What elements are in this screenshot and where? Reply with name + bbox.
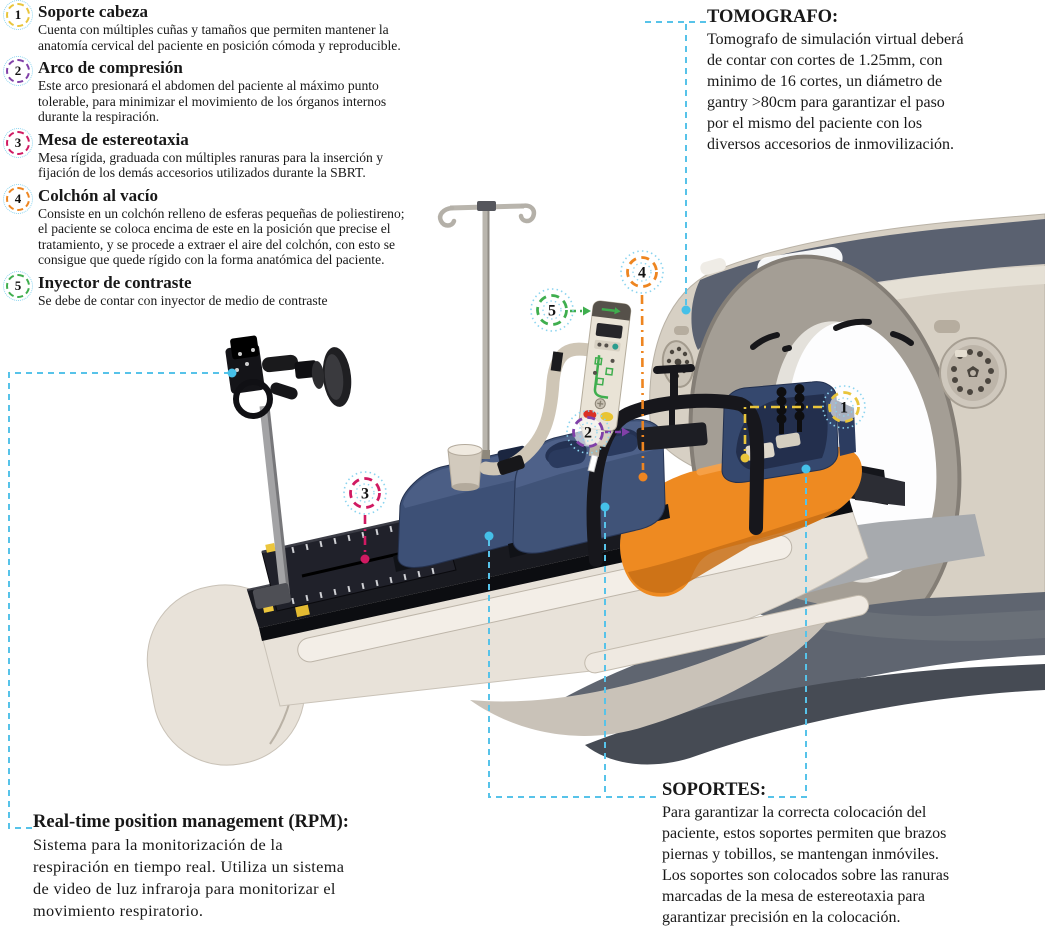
diagram-marker-1: 1 <box>822 385 866 429</box>
callout-rpm-body: Sistema para la monitorización de la res… <box>33 835 345 920</box>
legend-marker-5: 5 <box>3 270 33 301</box>
legend-item-3: 3 Mesa de estereotaxia Mesa rígida, grad… <box>3 127 666 181</box>
legend-marker-5-number: 5 <box>14 277 22 293</box>
iv-cup <box>447 444 490 491</box>
callout-tomografo-title: TOMOGRAFO: <box>707 7 839 27</box>
legend-item-5: 5 Inyector de contraste Se debe de conta… <box>3 270 666 309</box>
diagram-marker-5-number: 5 <box>548 303 556 320</box>
legend-item-5-title: Inyector de contraste <box>38 272 192 292</box>
gantry-right-control <box>934 320 1007 409</box>
gantry-alignment-marks <box>750 318 914 352</box>
ir-marker-rods <box>776 384 805 434</box>
legend-marker-3-number: 3 <box>14 134 22 150</box>
legend-marker-2-number: 2 <box>14 63 22 78</box>
diagram-marker-5: 5 <box>530 288 574 332</box>
legend-item-4-title: Colchón al vacío <box>38 185 158 205</box>
couch-shadow <box>470 598 845 736</box>
gantry-band-window-small <box>700 258 727 275</box>
legend-item-4-desc: Consiste en un colchón relleno de esfera… <box>38 205 405 268</box>
callout-soportes-title: SOPORTES: <box>662 780 767 800</box>
callout-soportes-body: Para garantizar la correcta colocación d… <box>662 804 950 926</box>
legend: 1 Soporte cabeza Cuenta con múltiples cu… <box>3 0 666 313</box>
legend-marker-1: 1 <box>3 0 33 30</box>
diagram-marker-1-number: 1 <box>840 400 848 417</box>
callout-rpm: Real-time position management (RPM): Sis… <box>33 811 433 922</box>
callout-tomografo: TOMOGRAFO: Tomografo de simulación virtu… <box>707 6 1037 155</box>
legend-item-5-desc: Se debe de contar con inyector de medio … <box>38 292 328 308</box>
compression-arch <box>586 364 765 567</box>
legend-marker-3: 3 <box>3 127 33 158</box>
diagram-marker-2-number: 2 <box>584 425 592 442</box>
diagram-marker-4: 4 <box>620 250 664 294</box>
couch-groove-2 <box>584 594 870 674</box>
diagram-marker-3-number: 3 <box>361 486 369 503</box>
callout-soportes: SOPORTES: Para garantizar la correcta co… <box>662 779 1022 928</box>
legend-item-2: 2 Arco de compresión Este arco presionar… <box>3 56 666 125</box>
legend-item-2-title: Arco de compresión <box>38 58 183 77</box>
legend-marker-2: 2 <box>3 56 33 86</box>
legend-item-1-title: Soporte cabeza <box>38 2 149 21</box>
legend-item-1: 1 Soporte cabeza Cuenta con múltiples cu… <box>3 0 666 53</box>
leader-rpm <box>8 372 230 829</box>
callout-rpm-title: Real-time position management (RPM): <box>33 812 349 832</box>
legend-item-1-desc: Cuenta con múltiples cuñas y tamaños que… <box>38 22 401 53</box>
leader-endpoint-dots <box>227 305 811 541</box>
leader-soportes-right <box>768 472 807 798</box>
callout-leader-lines <box>8 21 807 829</box>
leader-soportes-left <box>488 540 656 798</box>
callout-tomografo-body: Tomografo de simulación virtual deberá d… <box>707 31 964 153</box>
rpm-camera <box>225 335 352 609</box>
legend-marker-4: 4 <box>3 183 33 214</box>
diagram-marker-2: 2 <box>566 410 610 454</box>
gantry-body-highlight <box>702 266 1045 364</box>
legend-item-3-desc: Mesa rígida, graduada con múltiples ranu… <box>38 149 384 181</box>
legend-item-2-desc: Este arco presionará el abdomen del paci… <box>38 78 387 124</box>
legend-marker-4-number: 4 <box>14 190 22 206</box>
marker-leader-lines <box>360 294 822 564</box>
contrast-injector <box>479 300 632 476</box>
legend-item-3-title: Mesa de estereotaxia <box>38 129 189 149</box>
legend-item-4: 4 Colchón al vacío Consiste en un colchó… <box>3 183 666 268</box>
diagram-marker-4-number: 4 <box>638 265 646 282</box>
leader-tomografo <box>645 21 706 306</box>
diagram-marker-3: 3 <box>343 471 387 515</box>
legend-marker-1-number: 1 <box>14 7 22 22</box>
